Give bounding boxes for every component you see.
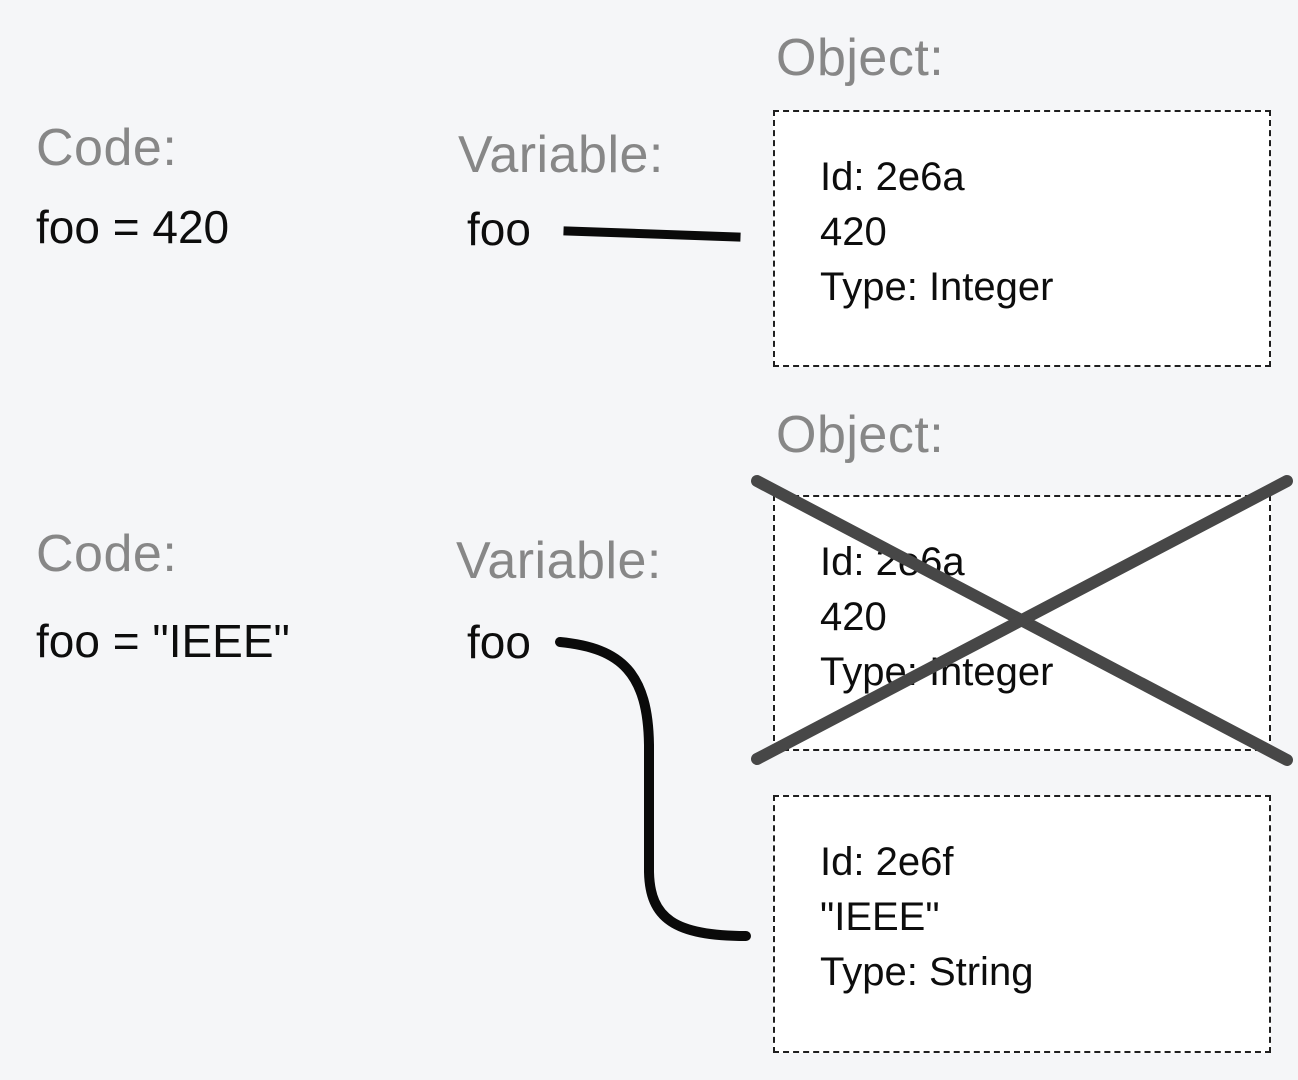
object-box-integer-old: Id: 2e6a 420 Type: Integer	[773, 495, 1271, 751]
object-value: "IEEE"	[820, 895, 940, 939]
reference-curve	[555, 637, 751, 941]
object-box-string-new: Id: 2e6f "IEEE" Type: String	[773, 795, 1271, 1053]
variable-name: foo	[467, 203, 531, 255]
object-id: Id: 2e6f	[820, 840, 954, 884]
object-value: 420	[820, 210, 887, 254]
code-label: Code:	[36, 525, 178, 583]
variable-label: Variable:	[456, 532, 662, 590]
variable-name: foo	[467, 616, 531, 668]
reference-line	[563, 226, 741, 242]
object-type: Type: Integer	[820, 265, 1054, 309]
object-id: Id: 2e6a	[820, 540, 965, 584]
object-type: Type: Integer	[820, 650, 1054, 694]
code-snippet: foo = "IEEE"	[36, 615, 290, 667]
object-label: Object:	[776, 406, 945, 464]
code-snippet: foo = 420	[36, 201, 230, 253]
object-box-integer: Id: 2e6a 420 Type: Integer	[773, 110, 1271, 367]
code-label: Code:	[36, 119, 178, 177]
variable-label: Variable:	[458, 126, 664, 184]
object-type: Type: String	[820, 950, 1034, 994]
object-label: Object:	[776, 29, 945, 87]
object-value: 420	[820, 595, 887, 639]
object-id: Id: 2e6a	[820, 155, 965, 199]
